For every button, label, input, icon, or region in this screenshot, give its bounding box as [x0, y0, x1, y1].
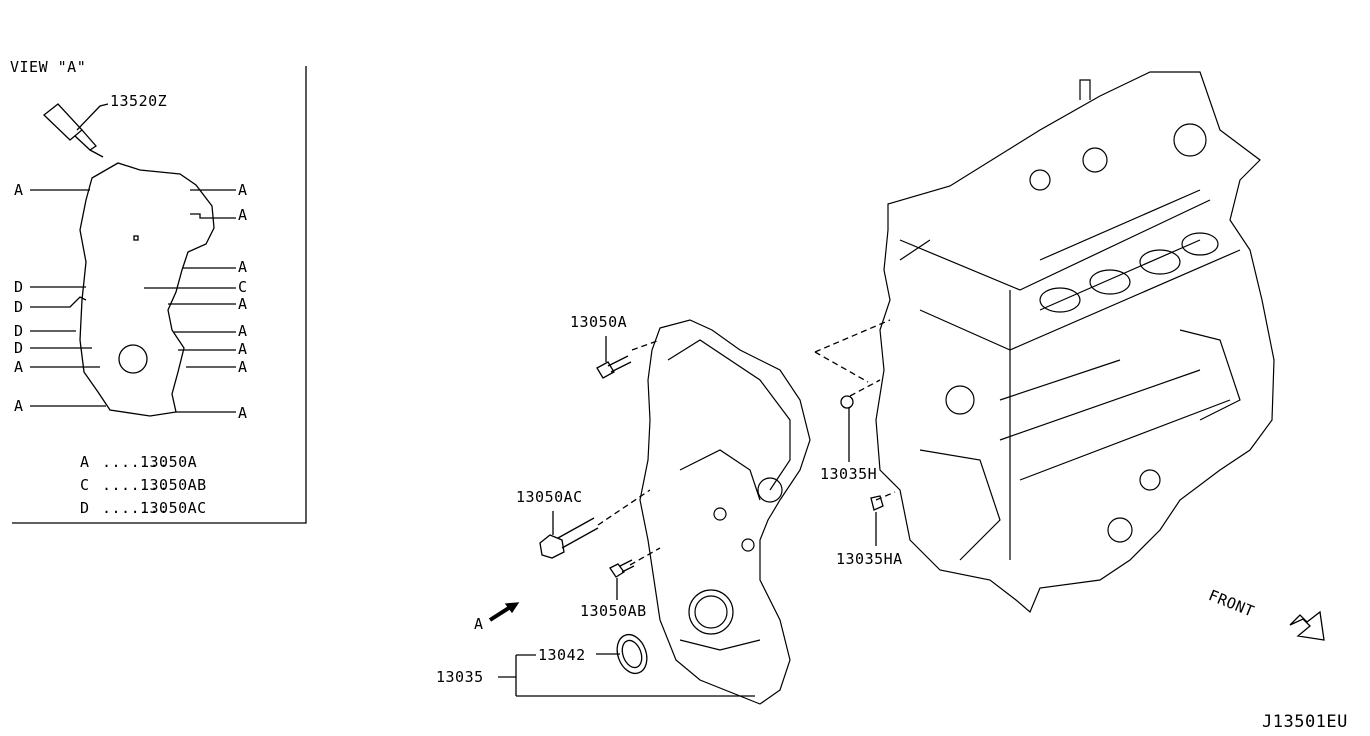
plug-13035h-icon — [840, 395, 854, 409]
diagram-id: J13501EU — [1262, 712, 1348, 732]
part-label-13050a: 13050A — [570, 313, 628, 331]
view-arrow-label: A — [474, 615, 484, 633]
marker-left-2: D — [14, 278, 24, 296]
marker-right-4: C — [238, 278, 248, 296]
marker-left-6: A — [14, 358, 24, 376]
legend-part: 13050A — [140, 453, 198, 471]
marker-left-3: D — [14, 298, 24, 316]
marker-left-4: D — [14, 322, 24, 340]
marker-right-8: A — [238, 358, 248, 376]
sealant-tube-icon — [43, 103, 109, 158]
legend-dots: ....... — [102, 476, 169, 494]
view-a-title: VIEW "A" — [10, 58, 87, 76]
marker-right-2: A — [238, 206, 248, 224]
view-panel-border — [12, 66, 307, 524]
marker-right-7: A — [238, 340, 248, 358]
bolt-13050a-icon — [596, 355, 632, 379]
part-label-13042: 13042 — [538, 646, 586, 664]
view-a-arrow — [488, 604, 514, 622]
part-label-13050ab: 13050AB — [580, 602, 647, 620]
legend-key: C — [80, 476, 90, 494]
guide-lines — [597, 319, 896, 566]
plug-13035ha-icon — [870, 495, 884, 511]
part-label-13035h: 13035H — [820, 465, 878, 483]
part-label-13050ac: 13050AC — [516, 488, 583, 506]
legend-part: 13050AB — [140, 476, 207, 494]
legend-dots: ....... — [102, 499, 169, 517]
sealant-part-label: 13520Z — [110, 92, 168, 110]
marker-right-5: A — [238, 295, 248, 313]
timing-cover-illustration — [639, 319, 811, 705]
engine-block-illustration — [875, 71, 1275, 613]
legend-key: D — [80, 499, 90, 517]
view-a-cover-outline — [79, 162, 215, 417]
marker-left-5: D — [14, 339, 24, 357]
legend-key: A — [80, 453, 90, 471]
marker-right-1: A — [238, 181, 248, 199]
bolt-13050ac-icon — [539, 517, 599, 559]
marker-left-7: A — [14, 397, 24, 415]
marker-right-9: A — [238, 404, 248, 422]
part-label-13035: 13035 — [436, 668, 484, 686]
front-arrow-icon — [1289, 610, 1325, 641]
legend-dots: ....... — [102, 453, 169, 471]
marker-left-1: A — [14, 181, 24, 199]
crank-hole — [118, 344, 148, 374]
marker-right-3: A — [238, 258, 248, 276]
oil-seal-icon — [616, 633, 648, 675]
part-label-13035ha: 13035HA — [836, 550, 903, 568]
bolt-13050ab-icon — [609, 559, 635, 578]
legend-part: 13050AC — [140, 499, 207, 517]
marker-right-6: A — [238, 322, 248, 340]
